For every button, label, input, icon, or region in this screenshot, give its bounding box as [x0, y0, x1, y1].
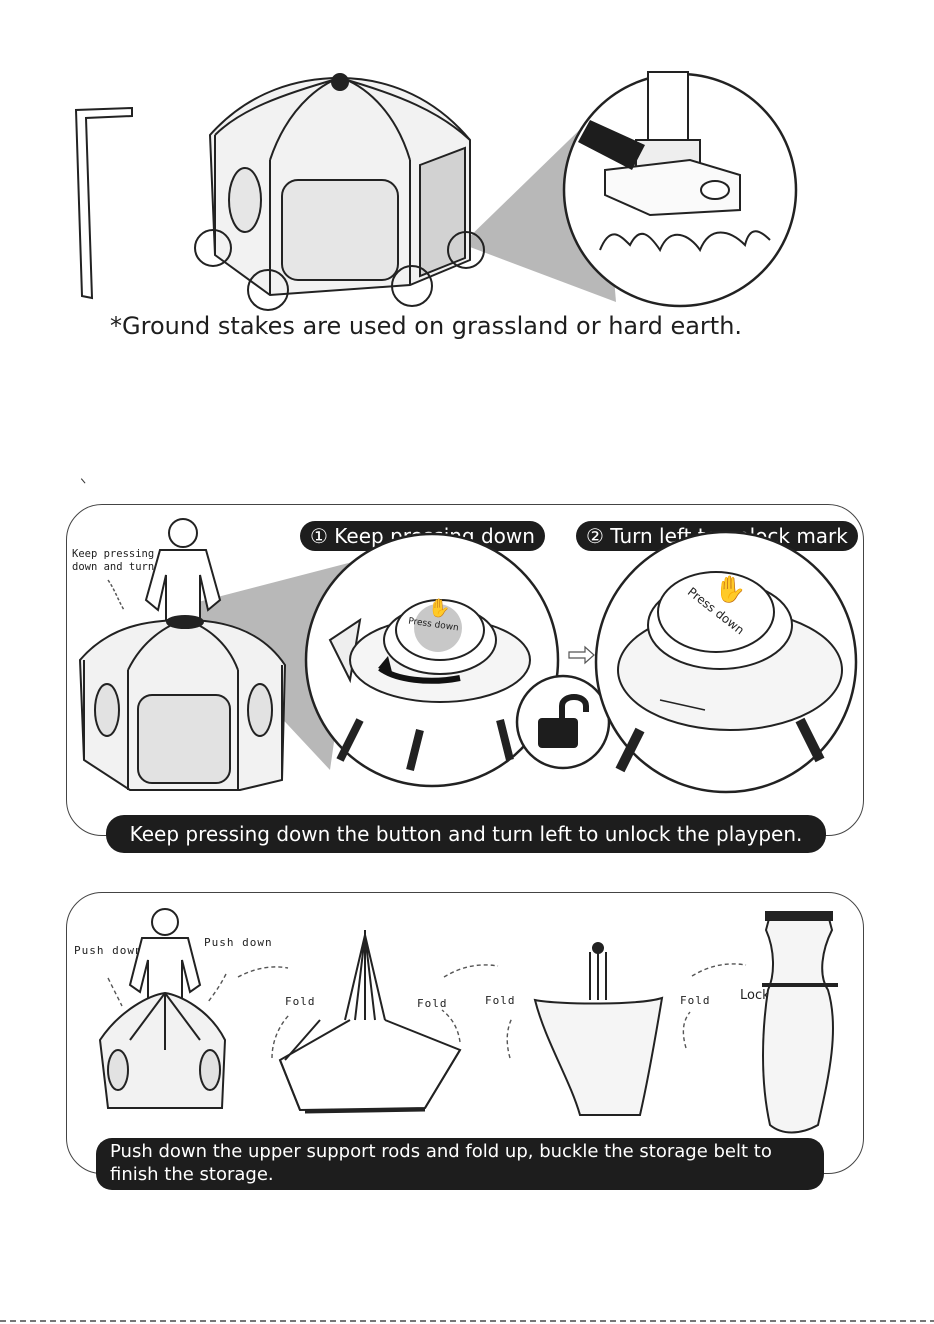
stored-playpen-icon [762, 912, 838, 1133]
partly-folded-playpen-icon [535, 943, 662, 1115]
page-bottom-edge [0, 1320, 934, 1322]
fold-illustration [0, 0, 934, 1200]
folding-frame-icon [280, 930, 460, 1112]
fold-caption: Push down the upper support rods and fol… [96, 1138, 824, 1190]
collapsing-playpen-icon [100, 993, 225, 1108]
person-pushing-icon [130, 909, 200, 1000]
